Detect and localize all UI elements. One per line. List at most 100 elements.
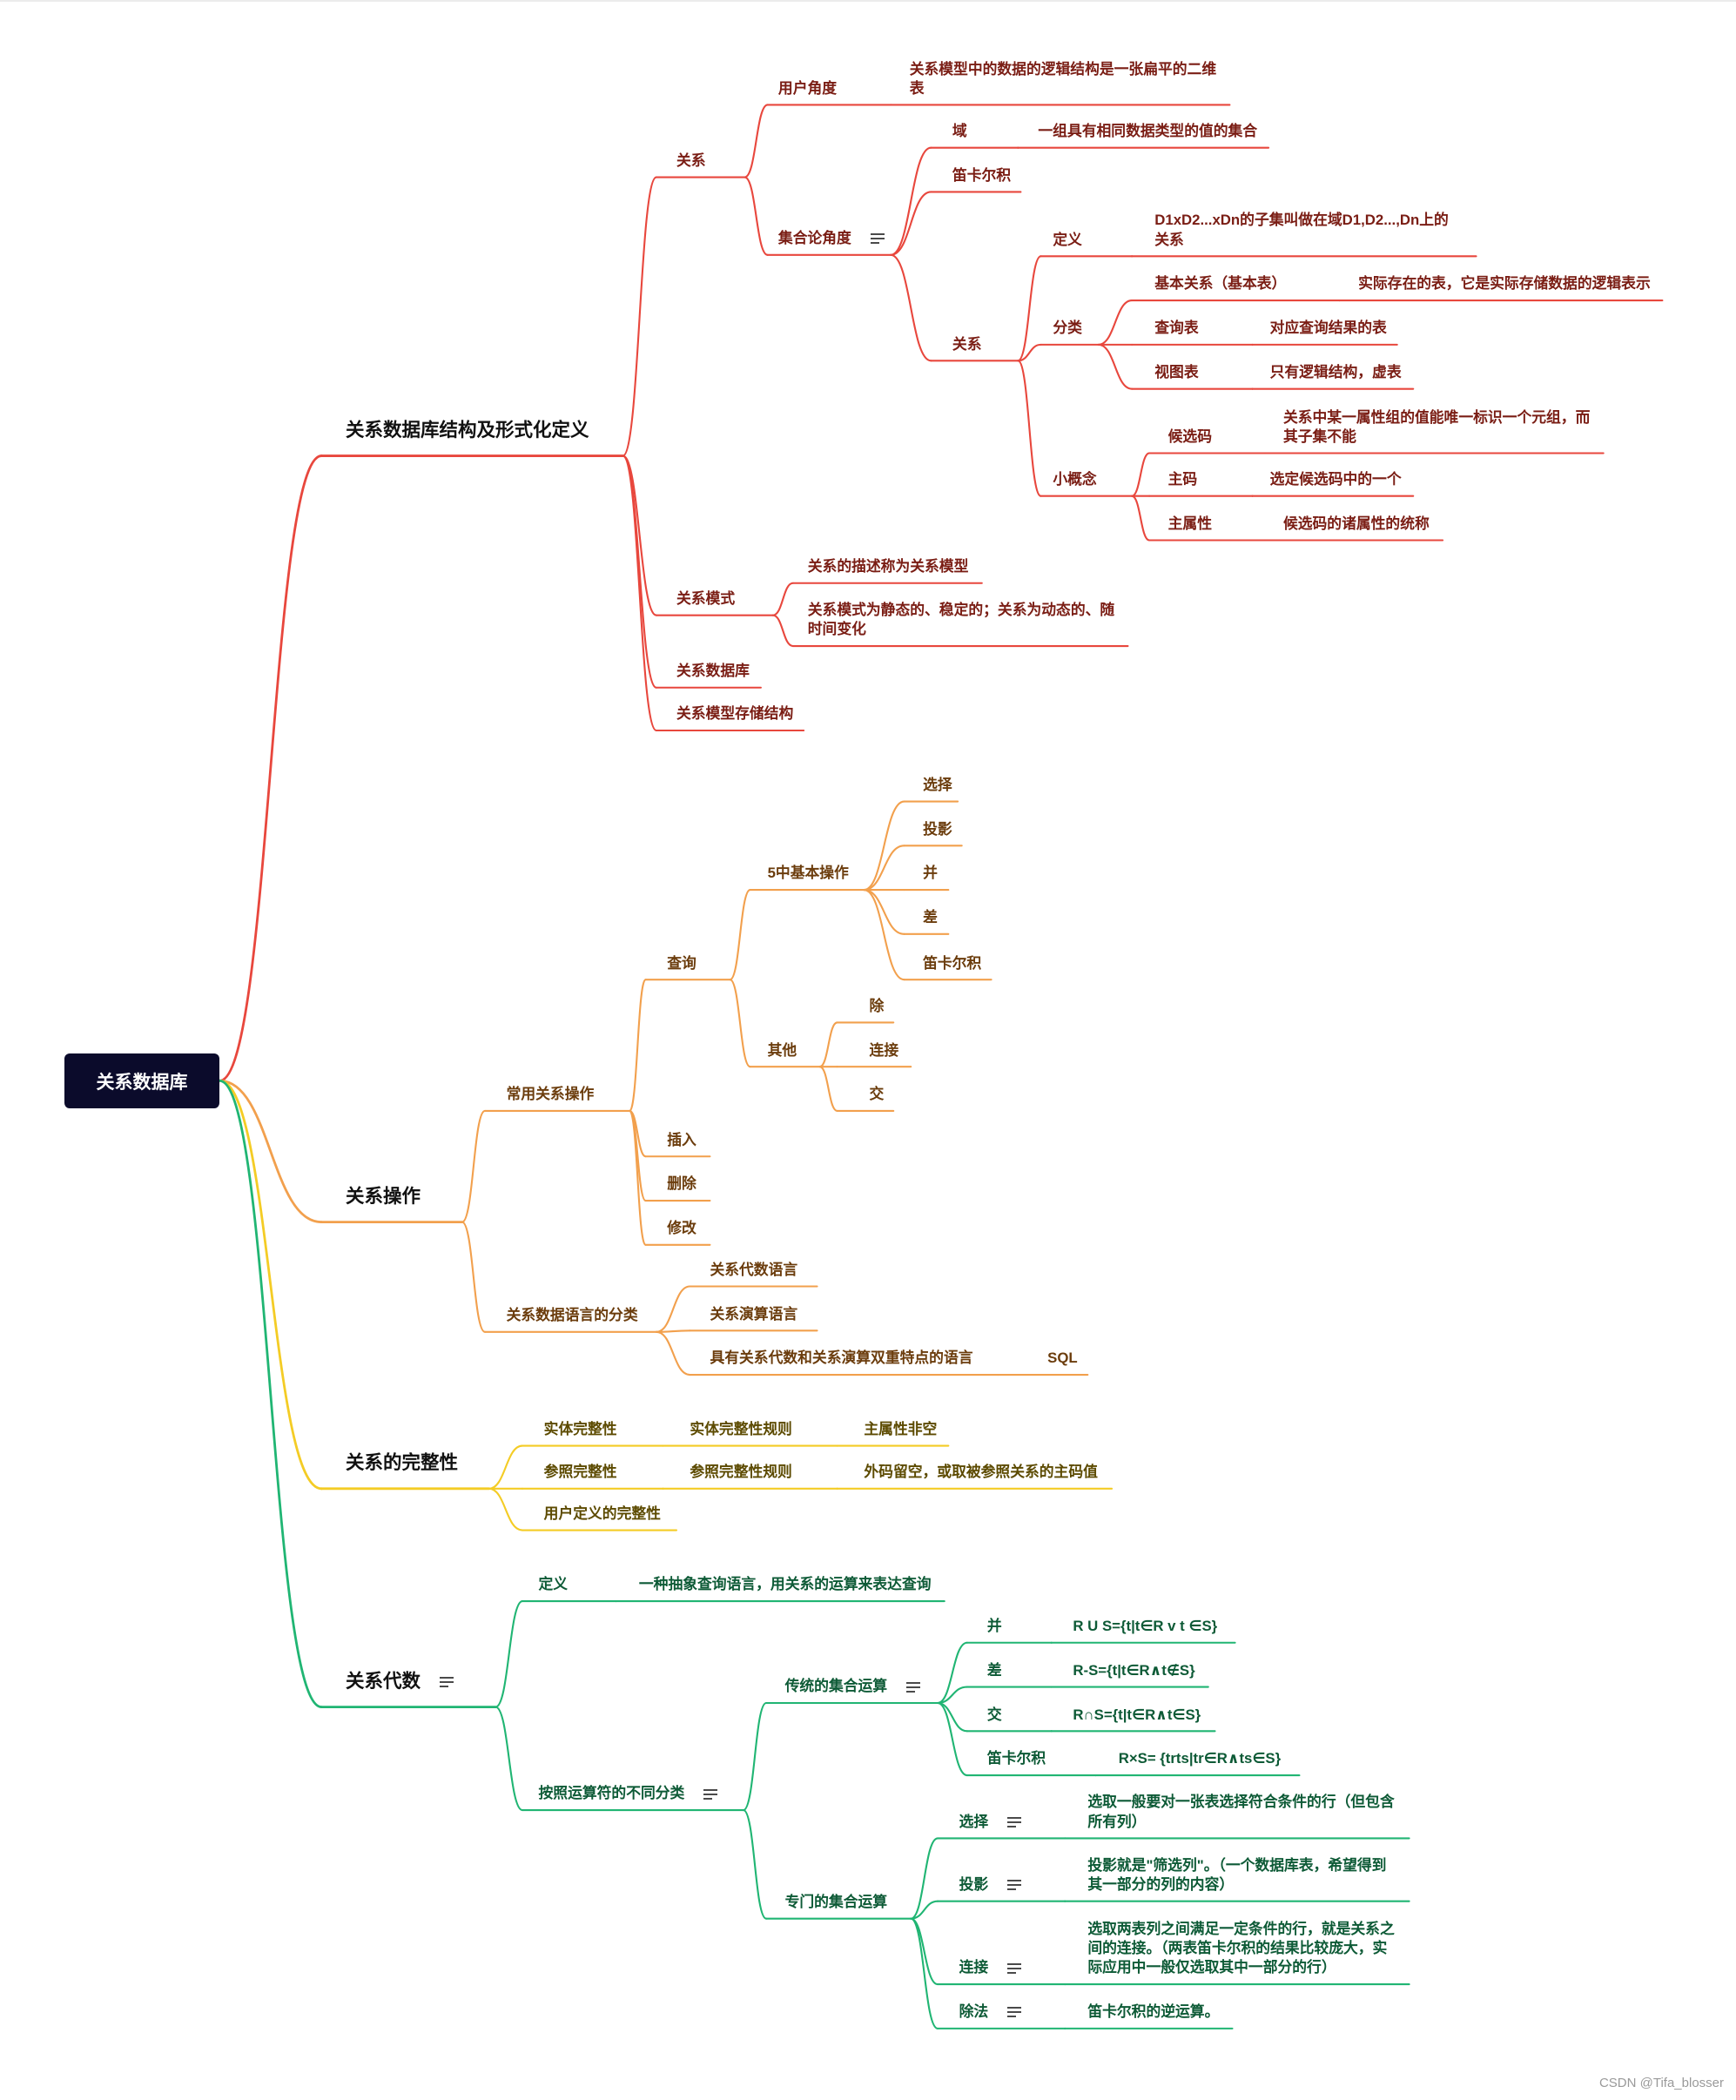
subtopic: 关系模式 [676, 589, 735, 609]
subtopic: 小概念 [1053, 470, 1096, 489]
branch-connector [729, 979, 751, 1068]
topic-text: 差 [923, 909, 938, 926]
topic-line: 关系数据库 [676, 662, 750, 681]
topic-line: 际应用中一般仅选取其中一部分的行） [1087, 1958, 1394, 1977]
topic-line: 修改 [667, 1219, 696, 1238]
topic-text: 关系 [1154, 231, 1184, 248]
topic-text: 投影就是"筛选列"。（一个数据库表，希望得到 [1087, 1856, 1387, 1874]
subtopic: 连接 [959, 1958, 1023, 1977]
subtopic: 一组具有相同数据类型的值的集合 [1038, 122, 1257, 141]
branch-connector [890, 146, 932, 256]
topic-line: 其他 [768, 1041, 797, 1060]
subtopic: 主属性非空 [864, 1420, 937, 1439]
note-icon [703, 1788, 718, 1800]
note-icon [906, 1681, 921, 1693]
subtopic: 选择 [959, 1813, 1023, 1832]
topic-line: 实体完整性 [544, 1420, 617, 1439]
subtopic: 传统的集合运算 [785, 1677, 921, 1696]
topic-text: 插入 [667, 1131, 696, 1148]
subtopic: 常用关系操作 [507, 1085, 595, 1104]
branch-connector [495, 1706, 524, 1812]
topic-text: 主属性 [1167, 515, 1212, 532]
subtopic: 外码留空，或取被参照关系的主码值 [864, 1463, 1098, 1482]
topic-text: 笛卡尔积的逆运算。 [1087, 2003, 1220, 2021]
subtopic: 笛卡尔积 [923, 954, 981, 973]
topic-line: 关系代数 [346, 1667, 454, 1697]
topic-text: 关系代数语言 [710, 1261, 798, 1278]
topic-line: 定义 [1053, 231, 1082, 250]
subtopic: 选取两表列之间满足一定条件的行，就是关系之间的连接。（两表笛卡尔积的结果比较庞大… [1087, 1920, 1394, 1978]
topic-text: 只有逻辑结构，虚表 [1269, 364, 1402, 381]
branch-connector [890, 191, 932, 256]
topic-text: 主码 [1167, 471, 1198, 488]
subtopic: 选择 [923, 776, 952, 795]
subtopic: 笛卡尔积的逆运算。 [1087, 2002, 1219, 2022]
branch-connector [936, 1701, 968, 1777]
topic-line: 选择 [923, 776, 952, 795]
topic-line: 并 [923, 864, 938, 883]
topic-line: 交 [987, 1706, 1002, 1725]
topic-line: 关系模式为静态的、稳定的；关系为动态的、随 [808, 601, 1114, 620]
topic-line: 并 [987, 1617, 1002, 1636]
topic-line: 选取一般要对一张表选择符合条件的行（但包含 [1087, 1793, 1394, 1812]
topic-line: 时间变化 [808, 620, 1114, 639]
topic-text: 时间变化 [807, 621, 866, 638]
topic-line: 关系模型存储结构 [676, 704, 793, 724]
topic-line: 常用关系操作 [507, 1085, 595, 1104]
topic-line: 其子集不能 [1283, 427, 1590, 447]
topic-line: 间的连接。（两表笛卡尔积的结果比较庞大，实 [1087, 1939, 1394, 1958]
branch-connector [461, 1109, 487, 1223]
branch-connector [622, 454, 657, 689]
topic-text: 并 [986, 1618, 1002, 1635]
topic-text: 交 [869, 1086, 885, 1103]
topic-line: 关系 [952, 335, 982, 354]
topic-line: R-S={t|t∈R∧t∉S} [1073, 1661, 1194, 1680]
topic-line: 用户角度 [778, 79, 837, 98]
subtopic: 对应查询结果的表 [1270, 319, 1387, 338]
topic-text: 交 [986, 1706, 1002, 1723]
main-topic: 关系的完整性 [346, 1449, 458, 1478]
branch-connector [655, 1330, 691, 1376]
branch-connector [1131, 452, 1151, 497]
topic-text: 关系数据库结构及形式化定义 [345, 420, 589, 441]
topic-line: 笛卡尔积 [952, 166, 1011, 185]
topic-text: 关系中某一属性组的值能唯一标识一个元组，而 [1282, 408, 1591, 426]
branch-connector [863, 800, 905, 892]
topic-line: 连接 [959, 1958, 1023, 1977]
branch-connector [936, 1701, 968, 1733]
topic-line: 除 [870, 997, 885, 1016]
topic-text: 参照完整性 [543, 1464, 617, 1481]
topic-line: 域 [952, 122, 967, 141]
topic-line: 关系的完整性 [346, 1449, 458, 1478]
branch-connector [1017, 255, 1042, 362]
subtopic: 查询表 [1154, 319, 1198, 338]
subtopic: 关系模型存储结构 [676, 704, 793, 724]
main-topic: 关系操作 [346, 1182, 421, 1212]
subtopic: 集合论角度 [778, 229, 885, 248]
subtopic: 关系中某一属性组的值能唯一标识一个元组，而其子集不能 [1283, 408, 1590, 448]
topic-line: 笛卡尔积 [987, 1749, 1046, 1768]
branch-connector [936, 1641, 968, 1705]
topic-line: 外码留空，或取被参照关系的主码值 [864, 1463, 1098, 1482]
topic-line: 实际存在的表，它是实际存储数据的逻辑表示 [1358, 274, 1651, 293]
branch-connector [629, 1109, 647, 1246]
topic-text: R-S={t|t∈R∧t∉S} [1073, 1661, 1195, 1679]
branch-connector [218, 1079, 323, 1709]
topic-text: 分类 [1053, 320, 1082, 337]
topic-line: 其一部分的列的内容） [1087, 1875, 1386, 1895]
subtopic: 除 [870, 997, 885, 1016]
subtopic: R×S= {trts|tr∈R∧ts∈S} [1119, 1749, 1281, 1768]
note-icon [1007, 1816, 1022, 1827]
subtopic: 实体完整性规则 [690, 1420, 791, 1439]
note-icon [1007, 1962, 1022, 1974]
subtopic: 用户定义的完整性 [544, 1504, 661, 1524]
branch-connector [495, 1600, 524, 1708]
topic-line: 关系模型中的数据的逻辑结构是一张扁平的二维 [910, 60, 1216, 79]
subtopic: 候选码的诸属性的统称 [1283, 515, 1430, 534]
topic-line: 传统的集合运算 [785, 1677, 921, 1696]
topic-text: 除 [869, 997, 885, 1014]
branch-connector [742, 1809, 768, 1920]
topic-text: R U S={t|t∈R v t ∈S} [1073, 1618, 1218, 1635]
topic-text: 基本关系（基本表） [1154, 275, 1287, 293]
topic-line: 候选码 [1168, 427, 1212, 447]
